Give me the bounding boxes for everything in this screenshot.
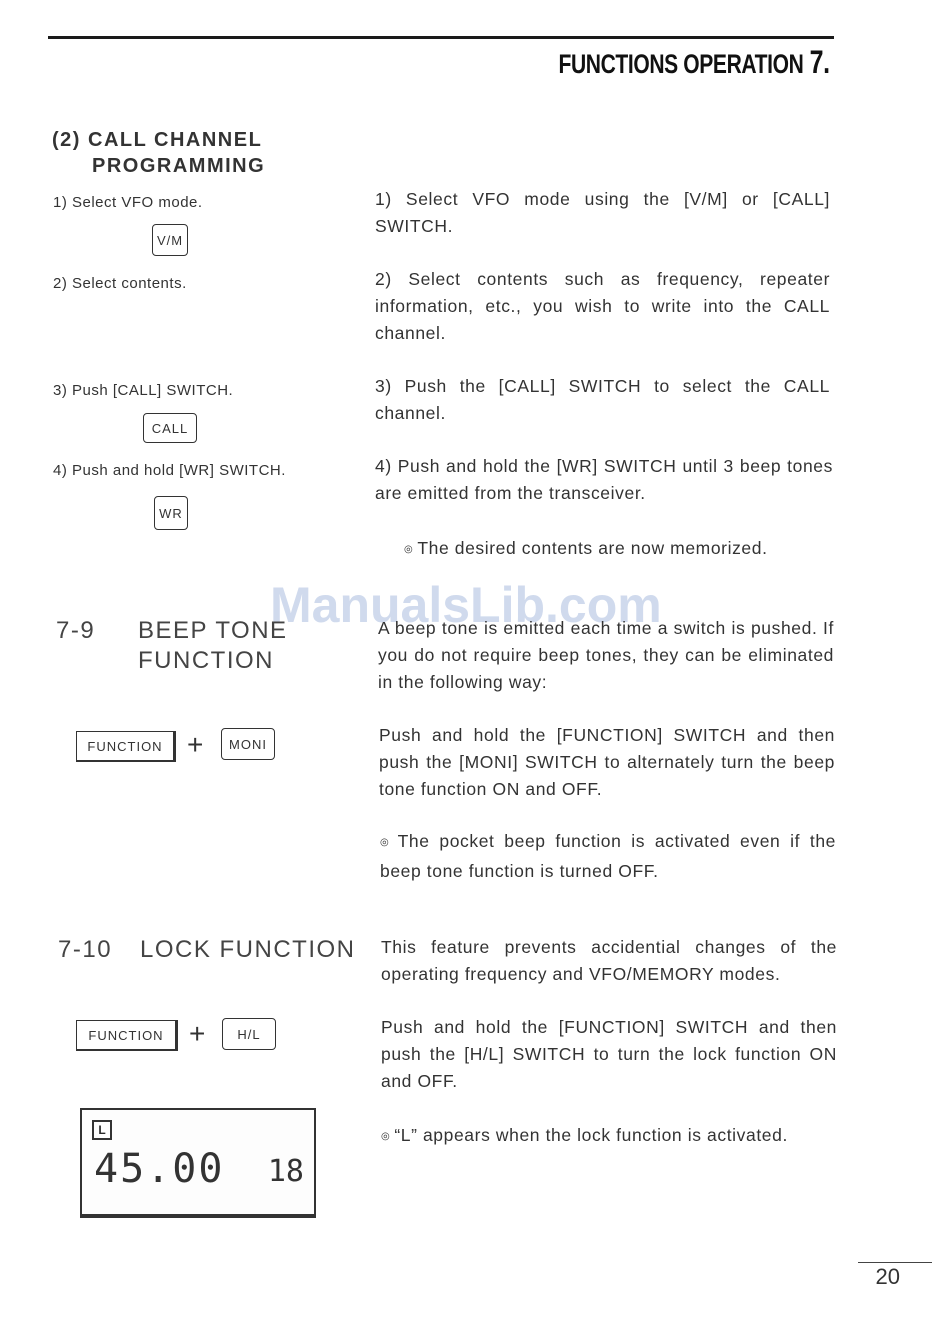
step-2-short: 2) Select contents.	[53, 275, 187, 292]
lock-section-number: 7-10	[58, 936, 113, 963]
page-number: 20	[875, 1264, 900, 1289]
beep-instruction: Push and hold the [FUNCTION] SWITCH and …	[379, 725, 835, 799]
chapter-number: 7.	[809, 44, 830, 80]
step-1-short: 1) Select VFO mode.	[53, 194, 203, 211]
call-channel-title-line2: PROGRAMMING	[92, 155, 266, 177]
step-3-long: 3) Push the [CALL] SWITCH to select the …	[375, 376, 830, 423]
memorized-note: The desired contents are now memorized.	[404, 535, 768, 565]
call-channel-title: (2) CALL CHANNEL PROGRAMMING	[52, 127, 265, 179]
call-key: CALL	[143, 413, 197, 443]
lcd-display: L 45.00 18	[80, 1108, 316, 1218]
beep-section-number: 7-9	[56, 617, 96, 644]
beep-section-title: BEEP TONE FUNCTION	[138, 616, 288, 676]
function-key-lock: FUNCTION	[76, 1020, 178, 1051]
beep-title-line2: FUNCTION	[138, 647, 274, 674]
beep-intro: A beep tone is emitted each time a switc…	[378, 618, 834, 692]
moni-key: MONI	[221, 728, 275, 760]
step-4-short: 4) Push and hold [WR] SWITCH.	[53, 462, 286, 479]
function-key: FUNCTION	[76, 731, 176, 762]
top-rule	[48, 36, 834, 39]
step-3-short: 3) Push [CALL] SWITCH.	[53, 382, 234, 399]
call-channel-title-line1: (2) CALL CHANNEL	[52, 129, 263, 151]
lock-section-title: LOCK FUNCTION	[140, 936, 356, 963]
lock-instruction: Push and hold the [FUNCTION] SWITCH and …	[381, 1017, 837, 1091]
plus-sign-lock: +	[189, 1018, 206, 1049]
watermark: ManualsLib.com	[270, 577, 662, 633]
beep-title-line1: BEEP TONE	[138, 617, 288, 644]
step-4-long: 4) Push and hold the [WR] SWITCH until 3…	[375, 456, 833, 503]
header-title: FUNCTIONS OPERATION	[558, 49, 804, 79]
wr-key: WR	[154, 496, 188, 530]
beep-note: The pocket beep function is activated ev…	[380, 828, 836, 885]
lock-note: “L” appears when the lock function is ac…	[381, 1122, 788, 1152]
hl-key: H/L	[222, 1018, 276, 1050]
lock-intro: This feature prevents accidential change…	[381, 937, 837, 984]
step-1-long: 1) Select VFO mode using the [V/M] or [C…	[375, 189, 830, 236]
step-2-long: 2) Select contents such as frequency, re…	[375, 269, 830, 343]
vm-key: V/M	[152, 224, 188, 256]
lcd-frequency: 45.00	[94, 1146, 225, 1192]
lock-indicator: L	[92, 1120, 112, 1140]
lcd-channel: 18	[267, 1154, 304, 1189]
page-number-rule	[858, 1262, 932, 1263]
plus-sign: +	[187, 729, 204, 760]
